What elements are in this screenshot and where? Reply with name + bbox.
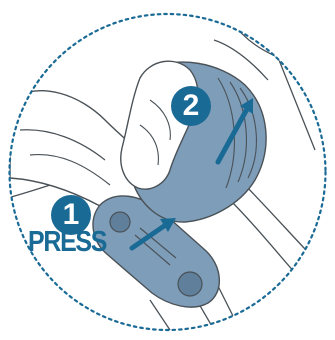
step-2-badge: 2: [171, 86, 211, 126]
step-1-label: PRESS: [28, 226, 106, 259]
lever-hole-left: [110, 212, 130, 232]
lever-hole-right: [178, 272, 202, 296]
